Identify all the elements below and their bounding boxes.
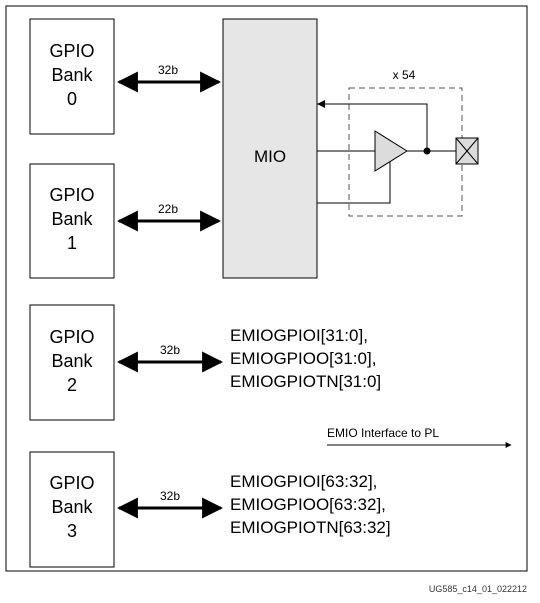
pin-multiplier-label: x 54 [393,68,416,82]
emio-bank-3-signal-2: EMIOGPIOO[63:32], [230,495,386,514]
mio-block: MIO [222,18,318,279]
bus-width-bank-2: 32b [160,343,180,357]
bus-width-bank-0: 32b [158,63,178,77]
emio-bank-2-signal-1: EMIOGPIOI[31:0], [230,326,368,345]
bus-width-bank-1: 22b [158,202,178,216]
gpio-bank-2-line-1: GPIO [49,327,94,347]
input-return-path [317,103,428,151]
gpio-bank-1-line-2: Bank [51,209,93,229]
gpio-bank-2-line-2: Bank [51,351,93,371]
gpio-bank-3-line-1: GPIO [49,473,94,493]
emio-interface-label: EMIO Interface to PL [327,426,439,440]
gpio-bank-1-line-1: GPIO [49,185,94,205]
io-pad-icon [455,137,479,165]
gpio-bank-3-line-2: Bank [51,497,93,517]
input-arrow-icon [317,100,325,108]
junction-dot [423,147,431,155]
mio-pin-group: x 54 [317,68,479,217]
gpio-bank-0: GPIO Bank 0 [29,18,115,135]
emio-bank-2-signal-3: EMIOGPIOTN[31:0] [230,372,381,391]
gpio-bank-2-line-3: 2 [67,375,77,395]
gpio-bank-0-line-3: 0 [67,89,77,109]
outer-frame [5,5,528,572]
figure-id: UG585_c14_01_022212 [429,584,527,594]
gpio-bank-0-line-1: GPIO [49,41,94,61]
emio-bank-3-signal-1: EMIOGPIOI[63:32], [230,472,377,491]
bus-width-bank-3: 32b [160,489,180,503]
gpio-bank-1: GPIO Bank 1 [29,163,115,279]
emio-bank-2-signal-2: EMIOGPIOO[31:0], [230,349,376,368]
gpio-bank-0-line-2: Bank [51,65,93,85]
gpio-bank-1-line-3: 1 [67,233,77,253]
gpio-bank-3: GPIO Bank 3 [29,451,115,568]
emio-bank-3-signal-3: EMIOGPIOTN[63:32] [230,518,391,537]
output-buffer-icon [374,130,408,172]
mio-label: MIO [254,147,286,166]
gpio-bank-2: GPIO Bank 2 [29,304,115,421]
tristate-enable-path [317,162,391,204]
gpio-bank-3-line-3: 3 [67,521,77,541]
